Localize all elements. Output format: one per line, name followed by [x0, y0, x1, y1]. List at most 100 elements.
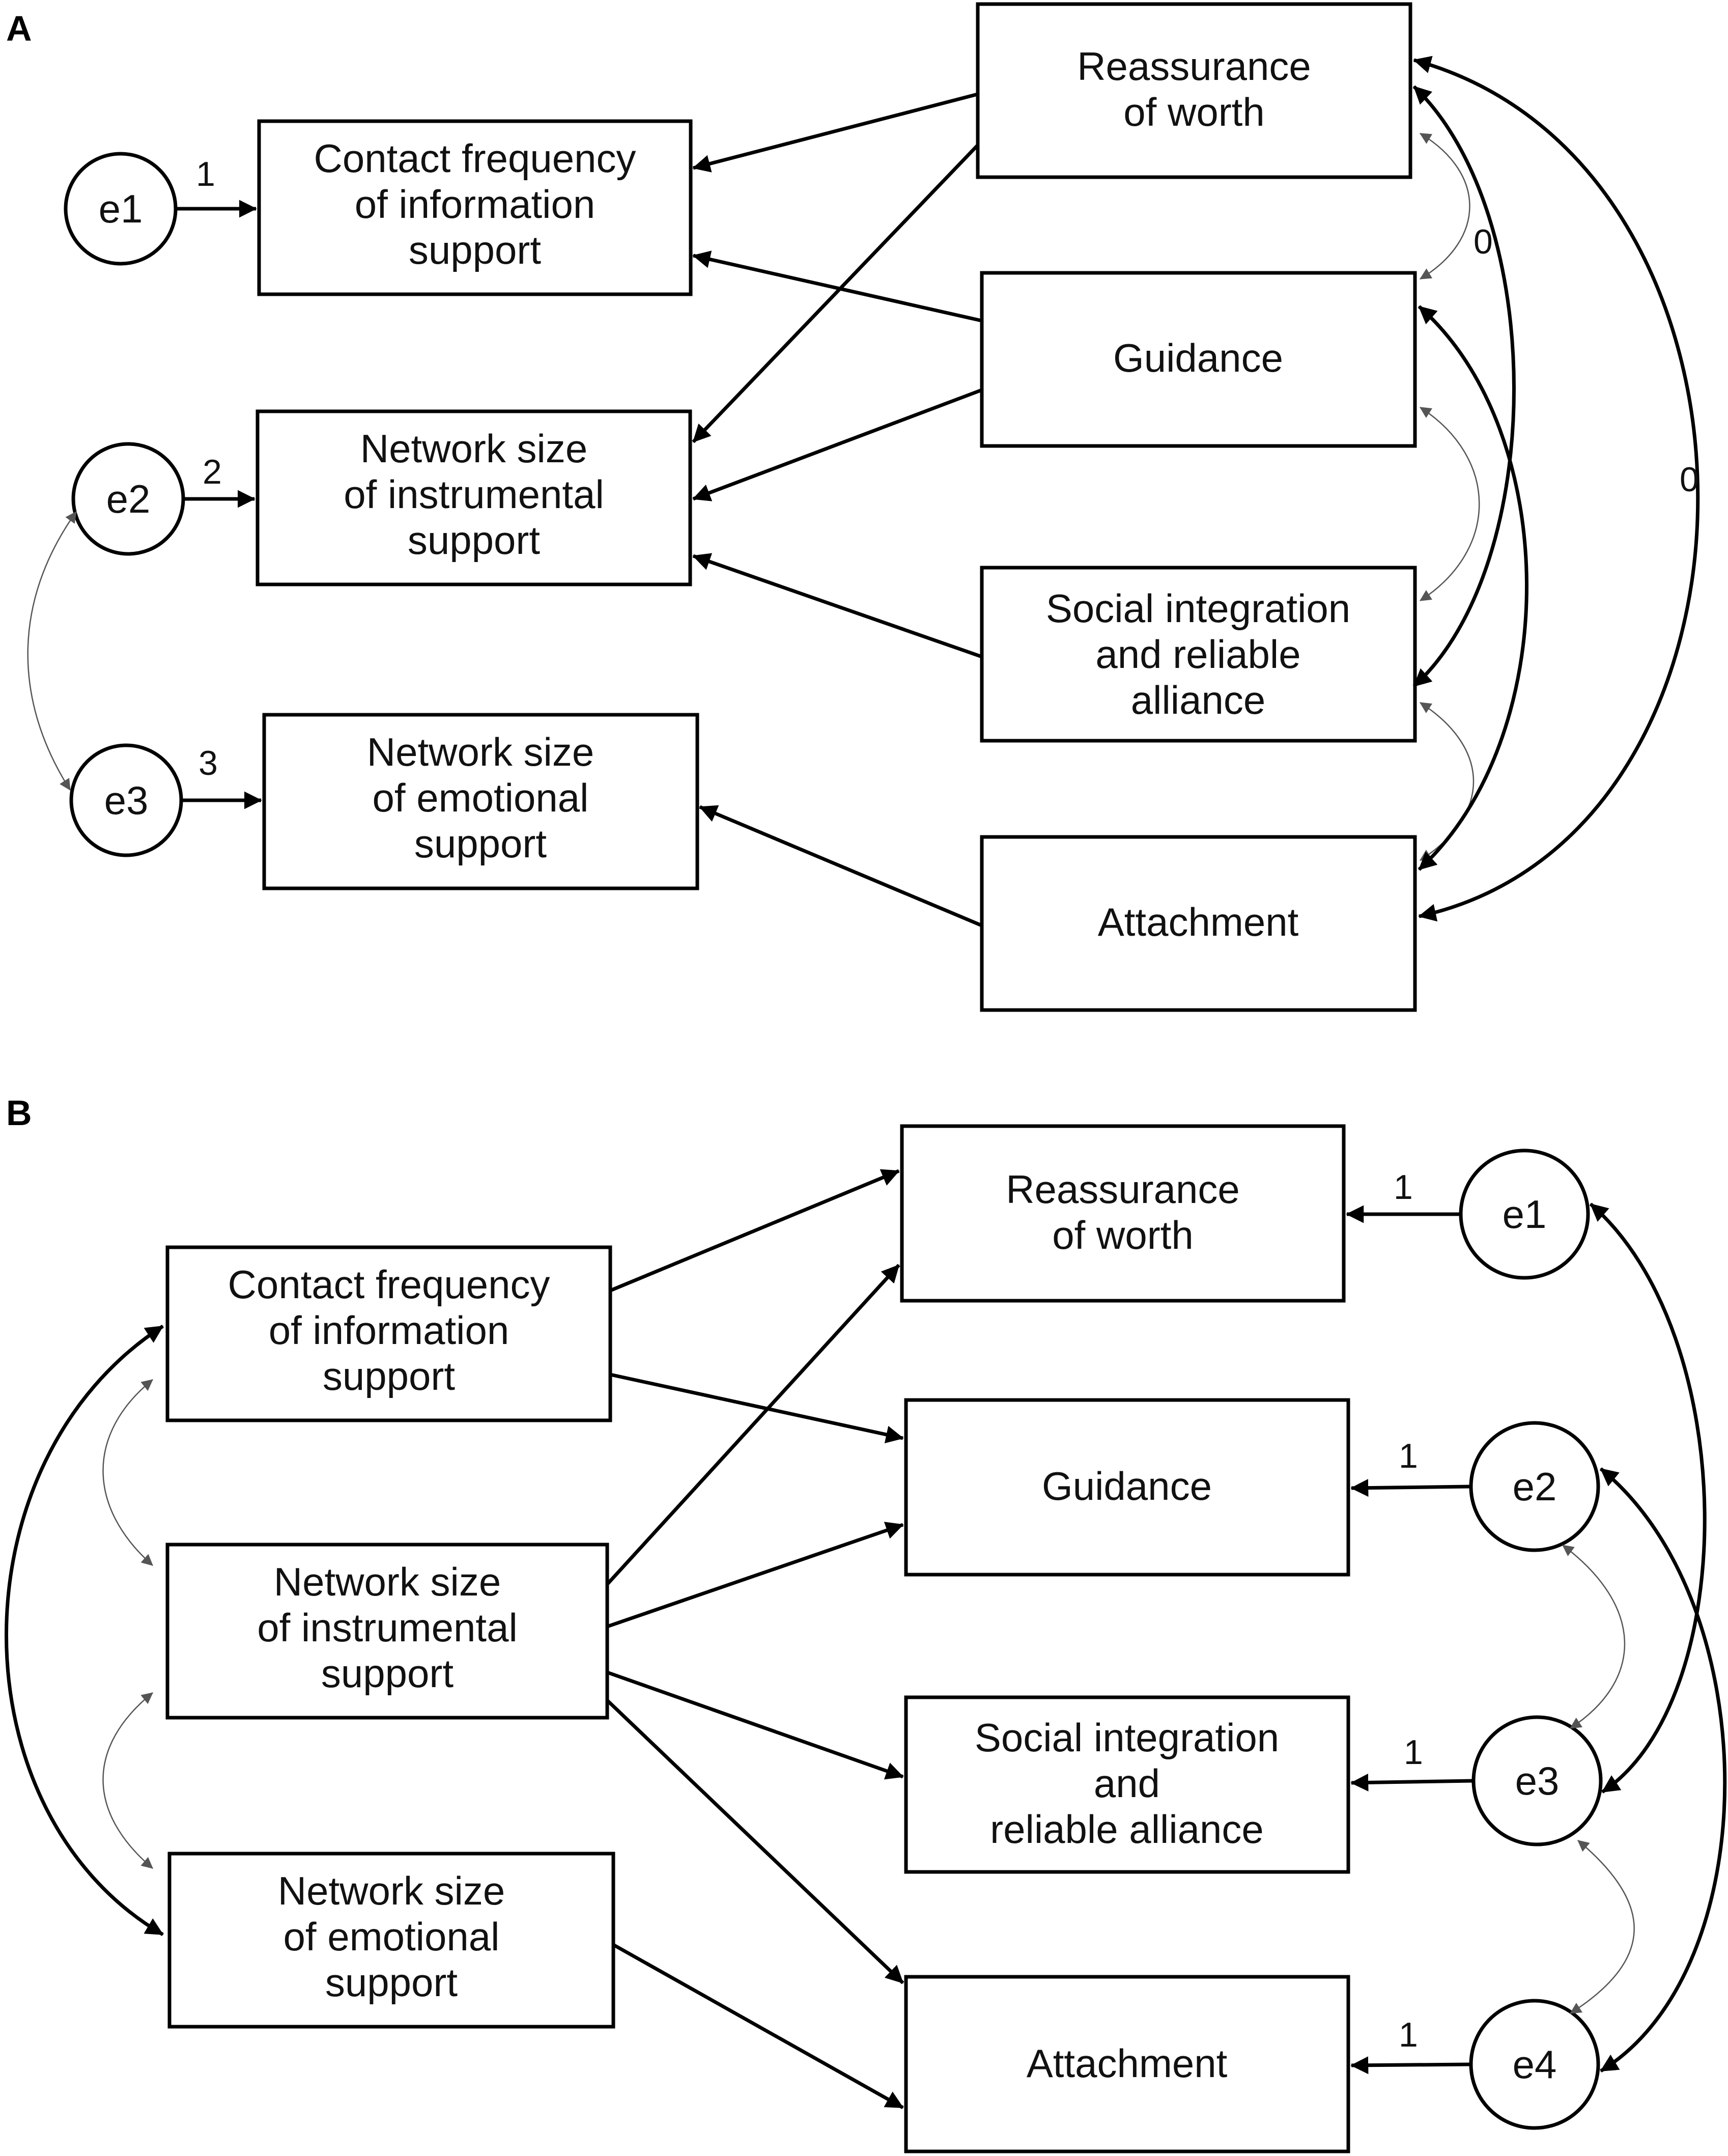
panel-b-path-instrumental-guidance — [606, 1522, 904, 1629]
node-text-line: of emotional — [373, 775, 589, 820]
panel-a-node-guidance: Guidance — [980, 271, 1417, 448]
svg-text:e4: e4 — [1513, 2042, 1557, 2087]
node-text-line: of instrumental — [257, 1605, 518, 1650]
node-text-line: Guidance — [1113, 335, 1283, 380]
svg-text:e2: e2 — [1513, 1464, 1557, 1509]
panel-b-error-path — [1350, 1773, 1474, 1791]
node-text-line: support — [321, 1651, 454, 1696]
panel-a-covariance-reassurance-guidance — [1420, 132, 1470, 280]
panel-b-path-instrumental-social — [606, 1670, 904, 1780]
panel-b-node-network-instrumental: Network size of instrumental support — [165, 1543, 609, 1720]
node-text-line: Guidance — [1042, 1464, 1212, 1508]
panel-a-label: A — [6, 9, 32, 48]
node-text-line: Social integration — [975, 1715, 1279, 1760]
node-text-line: Network size — [367, 730, 594, 774]
panel-b-covariance-e1-e3 — [1589, 1202, 1707, 1794]
panel-b-weight: 1 — [1404, 1733, 1423, 1772]
panel-b-covariance-e3-e4 — [1570, 1840, 1635, 2014]
panel-a-covariance-guidance-attachment — [1418, 305, 1528, 871]
panel-a-path-reassurance-instrumental — [692, 144, 979, 443]
panel-b-node-reassurance: Reassurance of worth — [900, 1124, 1346, 1303]
panel-b-error-path — [1350, 1479, 1471, 1497]
panel-b-node-attachment: Attachment — [904, 1975, 1350, 2153]
node-text-line: reliable alliance — [990, 1807, 1264, 1852]
panel-b-error-e3: e3 — [1471, 1715, 1603, 1846]
panel-b-error-e2: e2 — [1469, 1421, 1600, 1552]
panel-a-node-network-emotional: Network size of emotional support — [262, 713, 699, 890]
node-text-line: Attachment — [1027, 2041, 1228, 2086]
panel-b-covariance-contact-instrumental — [102, 1379, 153, 1566]
panel-b-covariance-contact-emotional — [5, 1325, 164, 1937]
panel-b-path-instrumental-reassurance — [606, 1264, 900, 1586]
node-text-line: and reliable — [1095, 632, 1300, 677]
panel-a-node-network-instrumental: Network size of instrumental support — [256, 409, 692, 586]
node-text-line: of information — [269, 1308, 509, 1353]
node-text-line: and — [1094, 1761, 1160, 1806]
svg-text:e2: e2 — [106, 477, 151, 521]
panel-a-covariance-label: 0 — [1680, 460, 1699, 499]
panel-a-covariance-reassurance-social — [1412, 85, 1516, 688]
panel-a-node-contact-frequency: Contact frequency of information support — [257, 119, 693, 296]
node-text-line: support — [325, 1960, 458, 2005]
node-text-line: of instrumental — [344, 472, 604, 517]
panel-a-weight-2: 2 — [203, 453, 222, 491]
node-text-line: Network size — [274, 1559, 501, 1604]
node-text-line: support — [323, 1354, 455, 1398]
panel-b-node-guidance: Guidance — [904, 1398, 1350, 1577]
panel-b-covariance-e2-e3 — [1562, 1545, 1626, 1729]
panel-a-covariance-reassurance-attachment — [1413, 55, 1700, 921]
panel-b-node-social-integration: Social integration and reliable alliance — [904, 1695, 1350, 1874]
node-text-line: support — [409, 228, 541, 272]
panel-a-node-attachment: Attachment — [980, 835, 1417, 1012]
panel-b-path-contact-guidance — [610, 1373, 904, 1444]
node-text-line: of worth — [1052, 1213, 1193, 1257]
panel-a-error-e3: e3 — [69, 743, 183, 857]
node-text-line: Reassurance — [1006, 1167, 1240, 1212]
panel-b-path-instrumental-attachment — [606, 1699, 904, 1984]
panel-b-weight: 1 — [1399, 1437, 1418, 1475]
panel-a-node-social-integration: Social integration and reliable alliance — [980, 566, 1417, 743]
panel-a-covariance-e2-e3 — [27, 511, 77, 791]
panel-b-path-emotional-attachment — [612, 1943, 904, 2110]
panel-b-weight: 1 — [1394, 1168, 1413, 1207]
svg-text:e1: e1 — [1503, 1192, 1547, 1237]
panel-b-label: B — [6, 1093, 32, 1133]
node-text-line: Contact frequency — [314, 136, 636, 181]
svg-text:e3: e3 — [104, 778, 149, 823]
node-text-line: support — [414, 821, 547, 866]
svg-text:e3: e3 — [1515, 1758, 1560, 1803]
node-text-line: Reassurance — [1077, 44, 1311, 89]
node-text-line: support — [408, 518, 540, 563]
node-text-line: of worth — [1123, 90, 1264, 134]
panel-a-path-guidance-instrumental — [692, 388, 983, 501]
panel-a-weight-1: 1 — [196, 155, 215, 193]
panel-b-node-network-emotional: Network size of emotional support — [167, 1852, 615, 2029]
panel-a-node-reassurance: Reassurance of worth — [976, 2, 1412, 179]
panel-a-weight-3: 3 — [199, 744, 218, 782]
panel-b-node-contact-frequency: Contact frequency of information support — [165, 1245, 612, 1422]
node-text-line: of information — [355, 182, 596, 227]
panel-a-path-reassurance-contact — [692, 92, 978, 173]
node-text-line: Network size — [278, 1868, 505, 1913]
panel-b-error-path — [1350, 2056, 1471, 2075]
svg-text:e1: e1 — [99, 186, 143, 231]
panel-b-covariance-instrumental-emotional — [102, 1692, 153, 1869]
panel-b-covariance-e2-e4 — [1599, 1467, 1727, 2073]
panel-b-error-e1: e1 — [1459, 1149, 1590, 1280]
panel-b-path-contact-reassurance — [609, 1169, 900, 1293]
panel-b-error-e4: e4 — [1469, 1999, 1600, 2130]
panel-a-error-e1: e1 — [64, 152, 178, 266]
node-text-line: alliance — [1131, 678, 1266, 722]
panel-a-path-guidance-contact — [692, 250, 982, 323]
node-text-line: Network size — [360, 426, 587, 471]
panel-b-weight: 1 — [1399, 2015, 1418, 2054]
panel-a-path-social-instrumental — [692, 553, 983, 659]
panel-a-error-e2: e2 — [71, 442, 185, 556]
node-text-line: of emotional — [284, 1914, 500, 1959]
panel-a-covariance-label: 0 — [1474, 222, 1493, 261]
panel-a-covariance-social-attachment — [1420, 702, 1475, 861]
panel-a-covariance-guidance-social — [1420, 406, 1480, 602]
node-text-line: Social integration — [1046, 586, 1350, 631]
node-text-line: Attachment — [1098, 900, 1299, 944]
